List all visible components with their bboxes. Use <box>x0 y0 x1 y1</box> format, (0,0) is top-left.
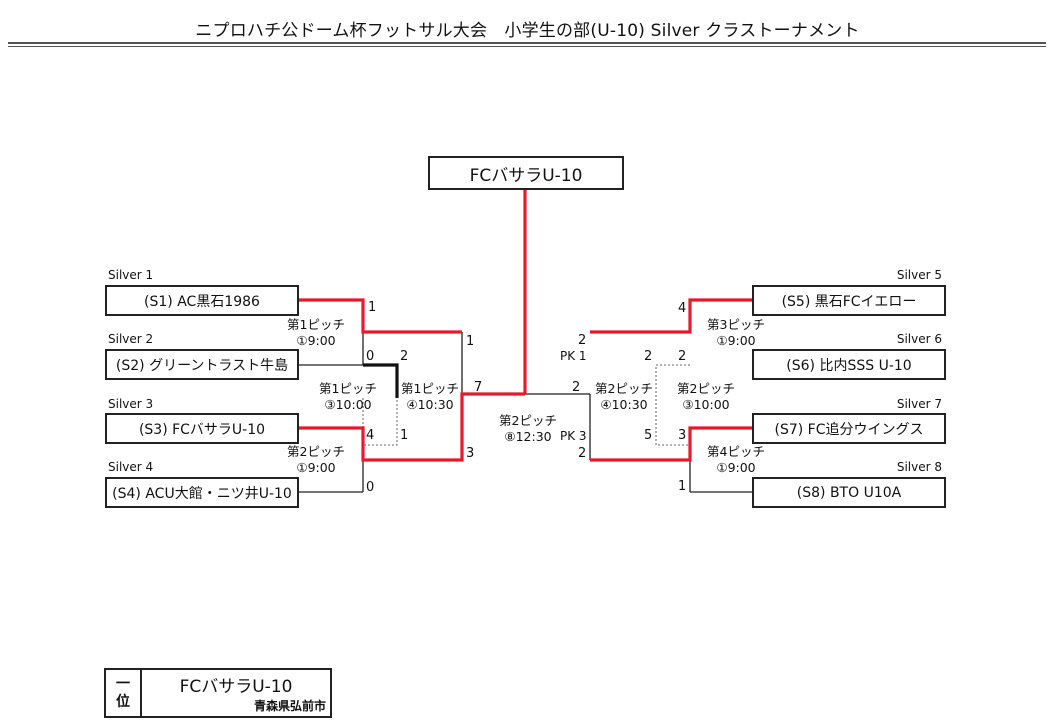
match-info-m2: 第2ピッチ ①9:00 <box>284 444 348 476</box>
score-win-left-top: 1 <box>466 334 475 349</box>
score-m2-bottom: 0 <box>366 480 375 495</box>
match-pitch: 第4ピッチ <box>707 444 765 459</box>
match-pitch: 第1ピッチ <box>401 381 459 396</box>
seed-label-8: Silver 8 <box>896 460 942 474</box>
seed-label-1: Silver 1 <box>108 268 154 282</box>
match-pitch: 第2ピッチ <box>677 381 735 396</box>
line-win-s5 <box>590 298 752 334</box>
match-time: ①9:00 <box>716 333 756 348</box>
score-lose-left-top: 2 <box>400 349 409 364</box>
match-info-m4: 第4ピッチ ①9:00 <box>704 444 768 476</box>
seed-label-7: Silver 7 <box>896 397 942 411</box>
score-win-right-bottom: 2 <box>578 446 587 461</box>
result-team: FCバサラU-10 <box>179 677 293 697</box>
score-win-left-bottom: 3 <box>466 446 475 461</box>
title-rule-thin <box>8 46 1046 47</box>
result-rank: 一 位 <box>106 670 142 716</box>
line-win-s3 <box>298 392 525 462</box>
score-m3-bottom: 2 <box>678 349 687 364</box>
match-time: ④10:30 <box>406 397 454 412</box>
score-win-right-top: 2 <box>578 333 587 348</box>
match-pitch: 第2ピッチ <box>287 444 345 459</box>
match-time: ④10:30 <box>600 397 648 412</box>
match-time: ③10:00 <box>324 397 372 412</box>
match-time: ⑧12:30 <box>504 429 552 444</box>
match-pitch: 第1ピッチ <box>319 381 377 396</box>
match-time: ①9:00 <box>296 333 336 348</box>
result-rank-line1: 一 <box>116 676 130 692</box>
line-win-s7 <box>590 426 752 462</box>
seed-label-5: Silver 5 <box>896 268 942 282</box>
score-lose-right-top: 2 <box>644 349 653 364</box>
result-prefecture: 青森県弘前市 <box>253 699 326 713</box>
result-rank-line2: 位 <box>116 694 130 710</box>
score-win-right-pk: PK 1 <box>560 349 587 363</box>
score-final-pk: PK 3 <box>560 429 587 443</box>
score-lose-left-bottom: 1 <box>400 428 409 443</box>
seed-label-6: Silver 6 <box>896 332 942 346</box>
team-box-s7: (S7) FC追分ウイングス <box>752 413 946 444</box>
team-box-s2: (S2) グリーントラスト牛島 <box>105 349 299 380</box>
score-m3-top: 4 <box>678 301 687 316</box>
match-pitch: 第3ピッチ <box>707 317 765 332</box>
champion-box: FCバサラU-10 <box>428 156 624 190</box>
match-time: ①9:00 <box>716 460 756 475</box>
line-loser-left-win <box>363 363 399 398</box>
line-loser-left <box>362 398 398 446</box>
team-box-s8: (S8) BTO U10A <box>752 477 946 508</box>
score-m4-top: 3 <box>678 428 687 443</box>
result-box: 一 位 FCバサラU-10 青森県弘前市 <box>104 668 332 718</box>
score-final-right: 2 <box>572 380 581 395</box>
score-m2-top: 4 <box>366 428 375 443</box>
seed-label-3: Silver 3 <box>108 397 154 411</box>
line-win-s1 <box>298 298 462 334</box>
match-pitch: 第2ピッチ <box>595 381 653 396</box>
match-info-m3: 第3ピッチ ①9:00 <box>704 317 768 349</box>
team-box-s3: (S3) FCバサラU-10 <box>105 413 299 444</box>
team-box-s6: (S6) 比内SSS U-10 <box>752 349 946 380</box>
team-box-s1: (S1) AC黒石1986 <box>105 285 299 316</box>
line-loser-right <box>655 364 690 446</box>
score-final-left: 7 <box>474 380 483 395</box>
match-info-lose-left: 第1ピッチ ③10:00 <box>316 381 380 413</box>
score-m1-top: 1 <box>368 300 377 315</box>
match-time: ③10:00 <box>682 397 730 412</box>
match-info-m1: 第1ピッチ ①9:00 <box>284 317 348 349</box>
match-pitch: 第2ピッチ <box>499 413 557 428</box>
match-info-win-right: 第2ピッチ ④10:30 <box>592 381 656 413</box>
match-time: ①9:00 <box>296 460 336 475</box>
score-m4-bottom: 1 <box>678 479 687 494</box>
title-rule <box>8 42 1046 44</box>
seed-label-2: Silver 2 <box>108 332 154 346</box>
match-info-lose-right: 第2ピッチ ③10:00 <box>674 381 738 413</box>
match-info-final: 第2ピッチ ⑧12:30 <box>496 413 560 445</box>
score-lose-right-bottom: 5 <box>644 428 653 443</box>
team-box-s4: (S4) ACU大館・ニツ井U-10 <box>105 477 299 508</box>
score-m1-bottom: 0 <box>366 349 375 364</box>
page-title: ニプロハチ公ドーム杯フットサル大会 小学生の部(U-10) Silver クラス… <box>195 21 860 41</box>
seed-label-4: Silver 4 <box>108 460 154 474</box>
match-pitch: 第1ピッチ <box>287 317 345 332</box>
team-box-s5: (S5) 黒石FCイエロー <box>752 285 946 316</box>
match-info-win-left: 第1ピッチ ④10:30 <box>398 381 462 413</box>
